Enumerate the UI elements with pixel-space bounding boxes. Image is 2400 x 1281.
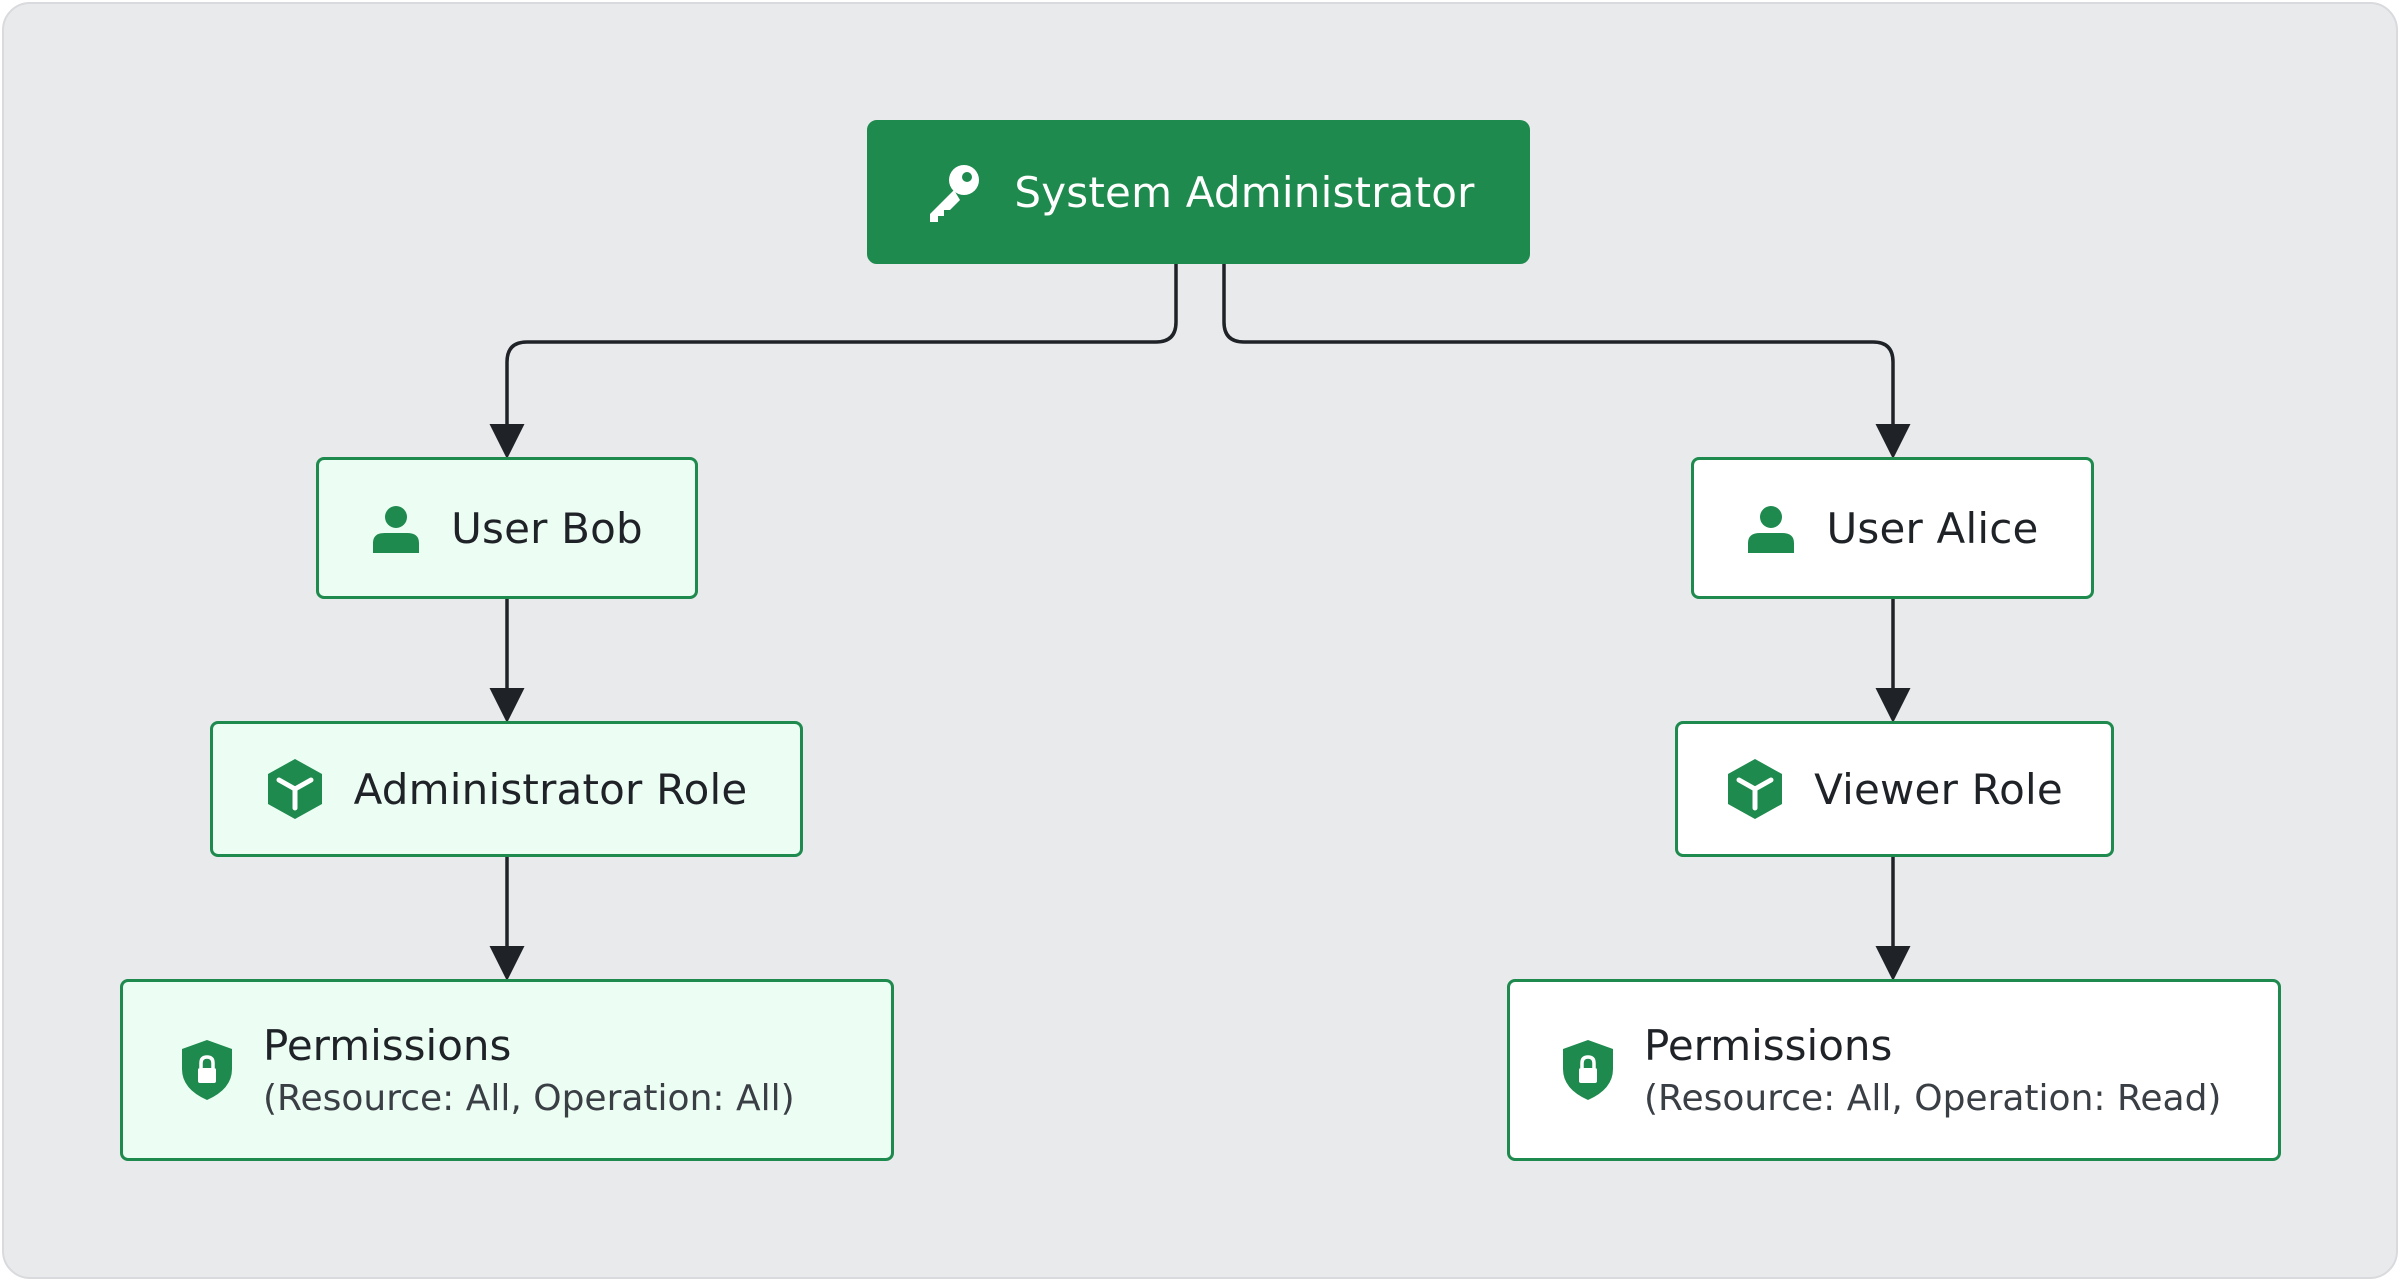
node-permissions-read[interactable]: Permissions (Resource: All, Operation: R… [1507, 979, 2281, 1161]
node-user-bob[interactable]: User Bob [316, 457, 698, 599]
node-user-alice[interactable]: User Alice [1691, 457, 2094, 599]
shield-lock-icon [181, 1039, 233, 1101]
node-permissions-all[interactable]: Permissions (Resource: All, Operation: A… [120, 979, 894, 1161]
node-label: User Bob [451, 503, 643, 553]
node-viewer-role[interactable]: Viewer Role [1675, 721, 2114, 857]
cube-icon [266, 758, 324, 820]
node-label: Administrator Role [353, 764, 748, 814]
permissions-title: Permissions [263, 1021, 512, 1070]
permissions-detail: (Resource: All, Operation: Read) [1644, 1078, 2222, 1119]
permissions-text: Permissions (Resource: All, Operation: A… [263, 1021, 795, 1119]
node-system-administrator[interactable]: System Administrator [867, 120, 1530, 264]
node-label: Viewer Role [1814, 764, 2063, 814]
key-icon [922, 160, 986, 224]
user-icon [371, 503, 421, 553]
edge-root-to-bob [489, 264, 1178, 459]
permissions-text: Permissions (Resource: All, Operation: R… [1644, 1021, 2221, 1119]
user-icon [1746, 503, 1796, 553]
node-label: System Administrator [1014, 167, 1475, 217]
permissions-title: Permissions [1644, 1021, 1893, 1070]
node-label: User Alice [1826, 503, 2039, 553]
node-administrator-role[interactable]: Administrator Role [210, 721, 803, 857]
edge-root-to-alice [1222, 264, 1911, 459]
permissions-detail: (Resource: All, Operation: All) [263, 1078, 795, 1119]
shield-lock-icon [1562, 1039, 1614, 1101]
cube-icon [1726, 758, 1784, 820]
